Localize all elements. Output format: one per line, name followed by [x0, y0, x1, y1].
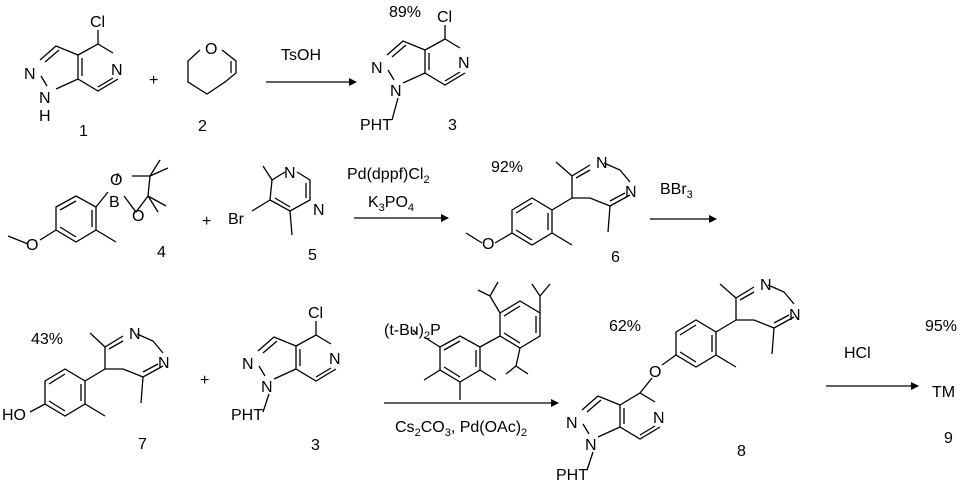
pyrazole-n1-label: N: [261, 379, 273, 396]
base-label: K3PO4: [368, 194, 414, 214]
pyrazole-nh-label: N: [39, 90, 51, 107]
yield-label: 89%: [389, 4, 421, 21]
pyrazole-n1-label: N: [390, 83, 402, 100]
compound-number: 5: [308, 247, 317, 264]
yield-label: 95%: [925, 318, 957, 335]
compound-3: Cl N N N PHT 3: [231, 305, 341, 454]
pyrimidine-n-label: N: [789, 307, 801, 324]
pyridine-n-label: N: [458, 55, 470, 72]
pyrimidine-n-label: N: [760, 277, 772, 294]
compound-number: 3: [311, 437, 320, 454]
reaction-arrow-1: TsOH: [266, 47, 357, 86]
boron-atom-label: B: [109, 194, 120, 211]
pyridine-n-label: N: [653, 410, 665, 427]
protecting-group-label: PHT: [231, 407, 263, 424]
compound-number: 4: [157, 244, 166, 261]
yield-label: 92%: [491, 159, 523, 176]
catalyst-label: Pd(dppf)Cl2: [347, 166, 430, 186]
nh-hydrogen-label: H: [39, 108, 51, 125]
hydroxyl-label: HO: [2, 407, 26, 424]
chlorine-atom-label: Cl: [437, 9, 452, 26]
pyridine-n-label: N: [111, 62, 123, 79]
compound-7: N N HO 7: [2, 326, 170, 453]
chlorine-atom-label: Cl: [90, 14, 105, 31]
oxygen-atom-label: O: [132, 208, 144, 225]
compound-number: 6: [611, 249, 620, 266]
methoxy-oxygen-label: O: [26, 237, 38, 254]
reagent-label: BBr3: [660, 181, 693, 201]
pyrazole-n-label: N: [371, 60, 383, 77]
reaction-arrow-5: HCl: [826, 345, 919, 390]
phosphine-ligand: (t-Bu)2P: [384, 281, 551, 400]
pyrimidine-n-label: N: [284, 165, 296, 182]
chlorine-atom-label: Cl: [308, 305, 323, 322]
pyrazole-n-label: N: [566, 415, 578, 432]
compound-5: N N Br 5: [228, 165, 325, 264]
methoxy-oxygen-label: O: [482, 236, 494, 253]
compound-4: B O O O 4: [7, 159, 169, 261]
conditions-label: Cs2CO3, Pd(OAc)2: [395, 419, 527, 439]
compound-2: O 2: [187, 41, 237, 135]
compound-1: Cl N N N H 1: [24, 14, 123, 140]
plus-sign: +: [202, 213, 211, 230]
compound-3: Cl N N N PHT 3: [360, 9, 470, 134]
yield-label: 62%: [609, 318, 641, 335]
pyrazole-n1-label: N: [585, 437, 597, 454]
compound-number: 3: [448, 117, 457, 134]
bromine-atom-label: Br: [228, 211, 245, 228]
reagent-label: TsOH: [281, 47, 321, 64]
pyrazole-n-label: N: [242, 356, 254, 373]
reaction-arrow-3: BBr3: [650, 181, 717, 223]
reaction-arrow-2: Pd(dppf)Cl2 K3PO4: [347, 166, 449, 222]
compound-number: 9: [944, 430, 953, 447]
compound-number: 1: [79, 123, 88, 140]
compound-number: 2: [198, 118, 207, 135]
compound-number: 8: [737, 443, 746, 460]
pyrimidine-n-label: N: [129, 326, 141, 343]
reagent-label: HCl: [844, 345, 871, 362]
plus-sign: +: [200, 372, 209, 389]
pyrimidine-n-label: N: [596, 155, 608, 172]
plus-sign: +: [149, 72, 158, 89]
pyrimidine-n-label: N: [625, 184, 637, 201]
pyrimidine-n-label: N: [313, 202, 325, 219]
pyridine-n-label: N: [329, 351, 341, 368]
oxygen-atom-label: O: [205, 41, 217, 58]
protecting-group-label: PHT: [360, 117, 392, 134]
compound-8: N N O N N N PHT 8: [556, 277, 801, 483]
pyrimidine-n-label: N: [158, 355, 170, 372]
target-molecule-label: TM: [932, 384, 955, 401]
compound-6: N N O 6: [465, 155, 637, 266]
yield-label: 43%: [31, 331, 63, 348]
ligand-label: (t-Bu)2P: [384, 322, 441, 342]
oxygen-atom-label: O: [110, 172, 122, 189]
pyrazole-n-label: N: [24, 66, 36, 83]
reaction-arrow-4: Cs2CO3, Pd(OAc)2: [384, 399, 559, 439]
compound-number: 7: [138, 436, 147, 453]
ether-oxygen-label: O: [649, 364, 661, 381]
protecting-group-label: PHT: [556, 467, 588, 483]
